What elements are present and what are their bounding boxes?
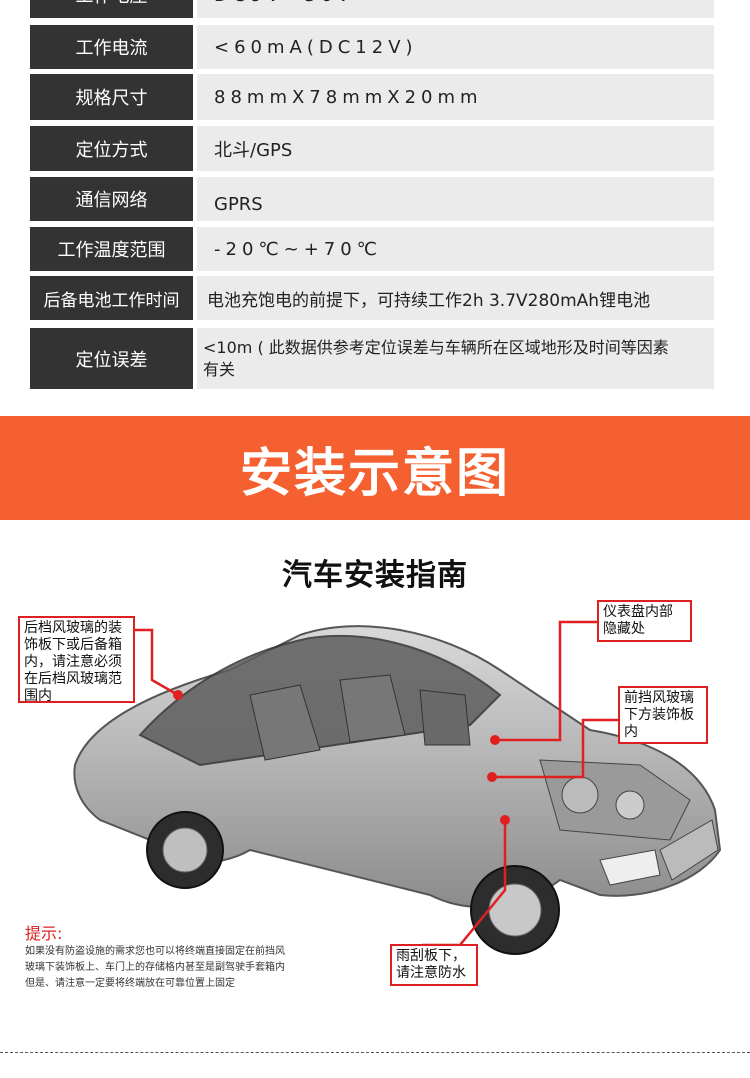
spec-value: 北斗/GPS — [197, 126, 714, 171]
spec-label: 工作电流 — [30, 25, 193, 69]
banner-title: 安装示意图 — [239, 443, 510, 504]
callout-front-windshield: 前挡风玻璃下方装饰板内 — [618, 686, 708, 744]
spec-table: 工作电压 DC9V~36V 工作电流 <60mA(DC12V) 规格尺寸 88m… — [0, 0, 750, 410]
spec-row-network: 通信网络 GPRS — [30, 177, 714, 221]
section-banner: 安装示意图 — [0, 416, 750, 520]
tips-line: 玻璃下装饰板上、车门上的存储格内甚至是副驾驶手套箱内 — [25, 962, 285, 973]
tips-title: 提示: — [25, 924, 63, 943]
spec-row-positioning: 定位方式 北斗/GPS — [30, 126, 714, 171]
spec-value: DC9V~36V — [197, 0, 714, 18]
dashed-divider — [0, 1052, 750, 1053]
spec-label: 通信网络 — [30, 177, 193, 221]
spec-value: 88mmX78mmX20mm — [197, 74, 714, 120]
spec-row-backup-battery: 后备电池工作时间 电池充饱电的前提下，可持续工作2h 3.7V280mAh锂电池 — [30, 276, 714, 320]
spec-row-size: 规格尺寸 88mmX78mmX20mm — [30, 74, 714, 120]
car-illustration — [73, 620, 722, 955]
spec-label: 定位误差 — [30, 328, 193, 389]
spec-label: 工作温度范围 — [30, 227, 193, 271]
spec-row-accuracy: 定位误差 <10m ( 此数据供参考定位误差与车辆所在区域地形及时间等因素有关 — [30, 328, 714, 389]
spec-value: -20℃~+70℃ — [197, 227, 714, 271]
callout-wiper-panel: 雨刮板下，请注意防水 — [390, 944, 478, 986]
callout-dashboard: 仪表盘内部隐藏处 — [597, 600, 692, 642]
spec-label: 规格尺寸 — [30, 74, 193, 120]
spec-value: GPRS — [197, 177, 714, 221]
spec-label: 后备电池工作时间 — [30, 276, 193, 320]
spec-row-temperature: 工作温度范围 -20℃~+70℃ — [30, 227, 714, 271]
spec-row-current: 工作电流 <60mA(DC12V) — [30, 25, 714, 69]
install-guide: 汽车安装指南 — [0, 520, 750, 1078]
spec-row-voltage: 工作电压 DC9V~36V — [30, 0, 714, 18]
spec-value: <10m ( 此数据供参考定位误差与车辆所在区域地形及时间等因素有关 — [197, 328, 714, 389]
tips-line: 但是、请注意一定要将终端放在可靠位置上固定 — [25, 978, 235, 989]
spec-label: 定位方式 — [30, 126, 193, 171]
spec-value: <60mA(DC12V) — [197, 25, 714, 69]
tips-block: 提示: 如果没有防盗设施的需求您也可以将终端直接固定在前挡风 玻璃下装饰板上、车… — [25, 920, 355, 992]
callout-rear-window: 后档风玻璃的装饰板下或后备箱内，请注意必须在后档风玻璃范围内 — [18, 616, 135, 704]
spec-value: 电池充饱电的前提下，可持续工作2h 3.7V280mAh锂电池 — [197, 276, 714, 320]
tips-line: 如果没有防盗设施的需求您也可以将终端直接固定在前挡风 — [25, 946, 285, 957]
guide-title: 汽车安装指南 — [282, 558, 468, 593]
spec-label: 工作电压 — [30, 0, 193, 18]
